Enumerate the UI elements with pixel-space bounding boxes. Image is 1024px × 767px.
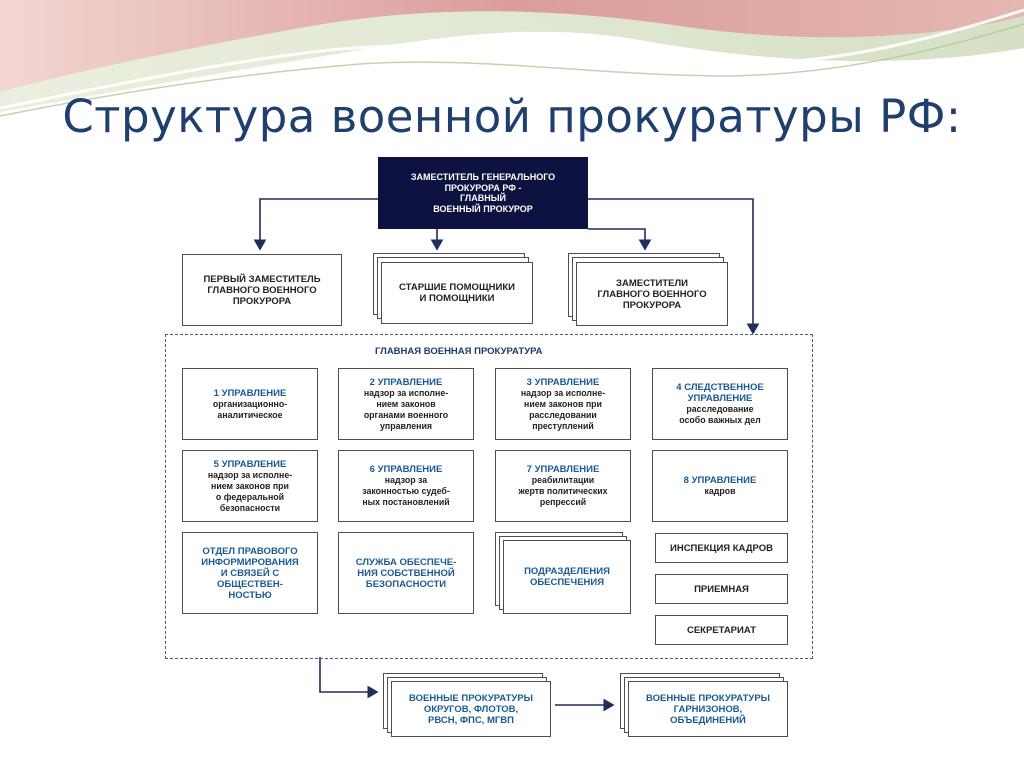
department-3-name: 3 УПРАВЛЕНИЕ: [526, 376, 600, 388]
deputies-label: ЗАМЕСТИТЕЛИ ГЛАВНОГО ВОЕННОГО ПРОКУРОРА: [597, 277, 707, 311]
department-3-desc: надзор за исполне- нием законов при расс…: [520, 387, 606, 431]
secretariat: СЕКРЕТАРИАТ: [655, 615, 788, 645]
security-service-label: СЛУЖБА ОБЕСПЕЧЕ- НИЯ СОБСТВЕННОЙ БЕЗОПАС…: [355, 556, 457, 590]
secretariat-label: СЕКРЕТАРИАТ: [686, 624, 757, 636]
department-7-name: 7 УПРАВЛЕНИЕ: [526, 464, 600, 475]
hr-inspection: ИНСПЕКЦИЯ КАДРОВ: [655, 533, 788, 563]
chief-military-prosecutor-label: ЗАМЕСТИТЕЛЬ ГЕНЕРАЛЬНОГО ПРОКУРОРА РФ - …: [410, 172, 556, 214]
department-7-desc: реабилитации жертв политических репресси…: [518, 475, 608, 507]
security-service: СЛУЖБА ОБЕСПЕЧЕ- НИЯ СОБСТВЕННОЙ БЕЗОПАС…: [338, 532, 474, 614]
garrison-prosecutors-box: ВОЕННЫЕ ПРОКУРАТУРЫ ГАРНИЗОНОВ, ОБЪЕДИНЕ…: [628, 681, 788, 737]
reception-label: ПРИЕМНАЯ: [694, 583, 749, 595]
department-5-desc: надзор за исполне- нием законов при о фе…: [207, 469, 293, 513]
first-deputy-label: ПЕРВЫЙ ЗАМЕСТИТЕЛЬ ГЛАВНОГО ВОЕННОГО ПРО…: [203, 273, 321, 307]
department-6-desc: надзор за законностью судеб- ных постано…: [362, 475, 450, 507]
department-8-name: 8 УПРАВЛЕНИЕ: [683, 475, 757, 486]
support-units: ПОДРАЗДЕЛЕНИЯ ОБЕСПЕЧЕНИЯ: [503, 540, 631, 614]
department-6-name: 6 УПРАВЛЕНИЕ: [369, 464, 443, 475]
district-prosecutors-box: ВОЕННЫЕ ПРОКУРАТУРЫ ОКРУГОВ, ФЛОТОВ, РВС…: [391, 681, 551, 737]
department-8-desc: кадров: [704, 486, 736, 496]
connector-left: [253, 198, 378, 251]
assistants-box: СТАРШИЕ ПОМОЩНИКИ И ПОМОЩНИКИ: [381, 262, 533, 324]
connector-gvp: [588, 198, 760, 335]
deputies-box: ЗАМЕСТИТЕЛИ ГЛАВНОГО ВОЕННОГО ПРОКУРОРА: [576, 262, 728, 326]
first-deputy-box: ПЕРВЫЙ ЗАМЕСТИТЕЛЬ ГЛАВНОГО ВОЕННОГО ПРО…: [182, 254, 342, 326]
org-chart: ЗАМЕСТИТЕЛЬ ГЕНЕРАЛЬНОГО ПРОКУРОРА РФ - …: [165, 157, 815, 737]
department-2-desc: надзор за исполне- нием законов органами…: [363, 387, 449, 431]
department-5-name: 5 УПРАВЛЕНИЕ: [213, 458, 287, 470]
district-prosecutors-label: ВОЕННЫЕ ПРОКУРАТУРЫ ОКРУГОВ, ФЛОТОВ, РВС…: [409, 692, 533, 726]
decorative-wave-header: [0, 0, 1024, 117]
hr-inspection-label: ИНСПЕКЦИЯ КАДРОВ: [670, 542, 773, 554]
main-military-prosecutor-office-title: ГЛАВНАЯ ВОЕННАЯ ПРОКУРАТУРА: [375, 346, 543, 357]
department-1-name: 1 УПРАВЛЕНИЕ: [213, 387, 287, 399]
assistants-label: СТАРШИЕ ПОМОЩНИКИ И ПОМОЩНИКИ: [399, 282, 515, 304]
connector-lines: [253, 198, 760, 712]
connector-right: [588, 228, 652, 251]
department-4-desc: расследование особо важных дел: [679, 404, 761, 425]
legal-information-label: ОТДЕЛ ПРАВОВОГО ИНФОРМИРОВАНИЯ И СВЯЗЕЙ …: [201, 545, 299, 601]
department-4-name: 4 СЛЕДСТВЕННОЕ УПРАВЛЕНИЕ: [676, 382, 764, 404]
main-military-prosecutor-office-region: [165, 334, 813, 659]
support-units-label: ПОДРАЗДЕЛЕНИЯ ОБЕСПЕЧЕНИЯ: [524, 566, 610, 588]
legal-information-department: ОТДЕЛ ПРАВОВОГО ИНФОРМИРОВАНИЯ И СВЯЗЕЙ …: [182, 532, 318, 614]
department-2-name: 2 УПРАВЛЕНИЕ: [369, 376, 443, 388]
connector-districts: [319, 657, 379, 699]
reception: ПРИЕМНАЯ: [655, 574, 788, 604]
garrison-prosecutors-label: ВОЕННЫЕ ПРОКУРАТУРЫ ГАРНИЗОНОВ, ОБЪЕДИНЕ…: [646, 692, 770, 726]
slide-title: Структура военной прокуратуры РФ:: [62, 90, 962, 143]
department-1-desc: организационно- аналитическое: [212, 398, 288, 420]
chief-military-prosecutor-box: ЗАМЕСТИТЕЛЬ ГЕНЕРАЛЬНОГО ПРОКУРОРА РФ - …: [378, 157, 588, 229]
